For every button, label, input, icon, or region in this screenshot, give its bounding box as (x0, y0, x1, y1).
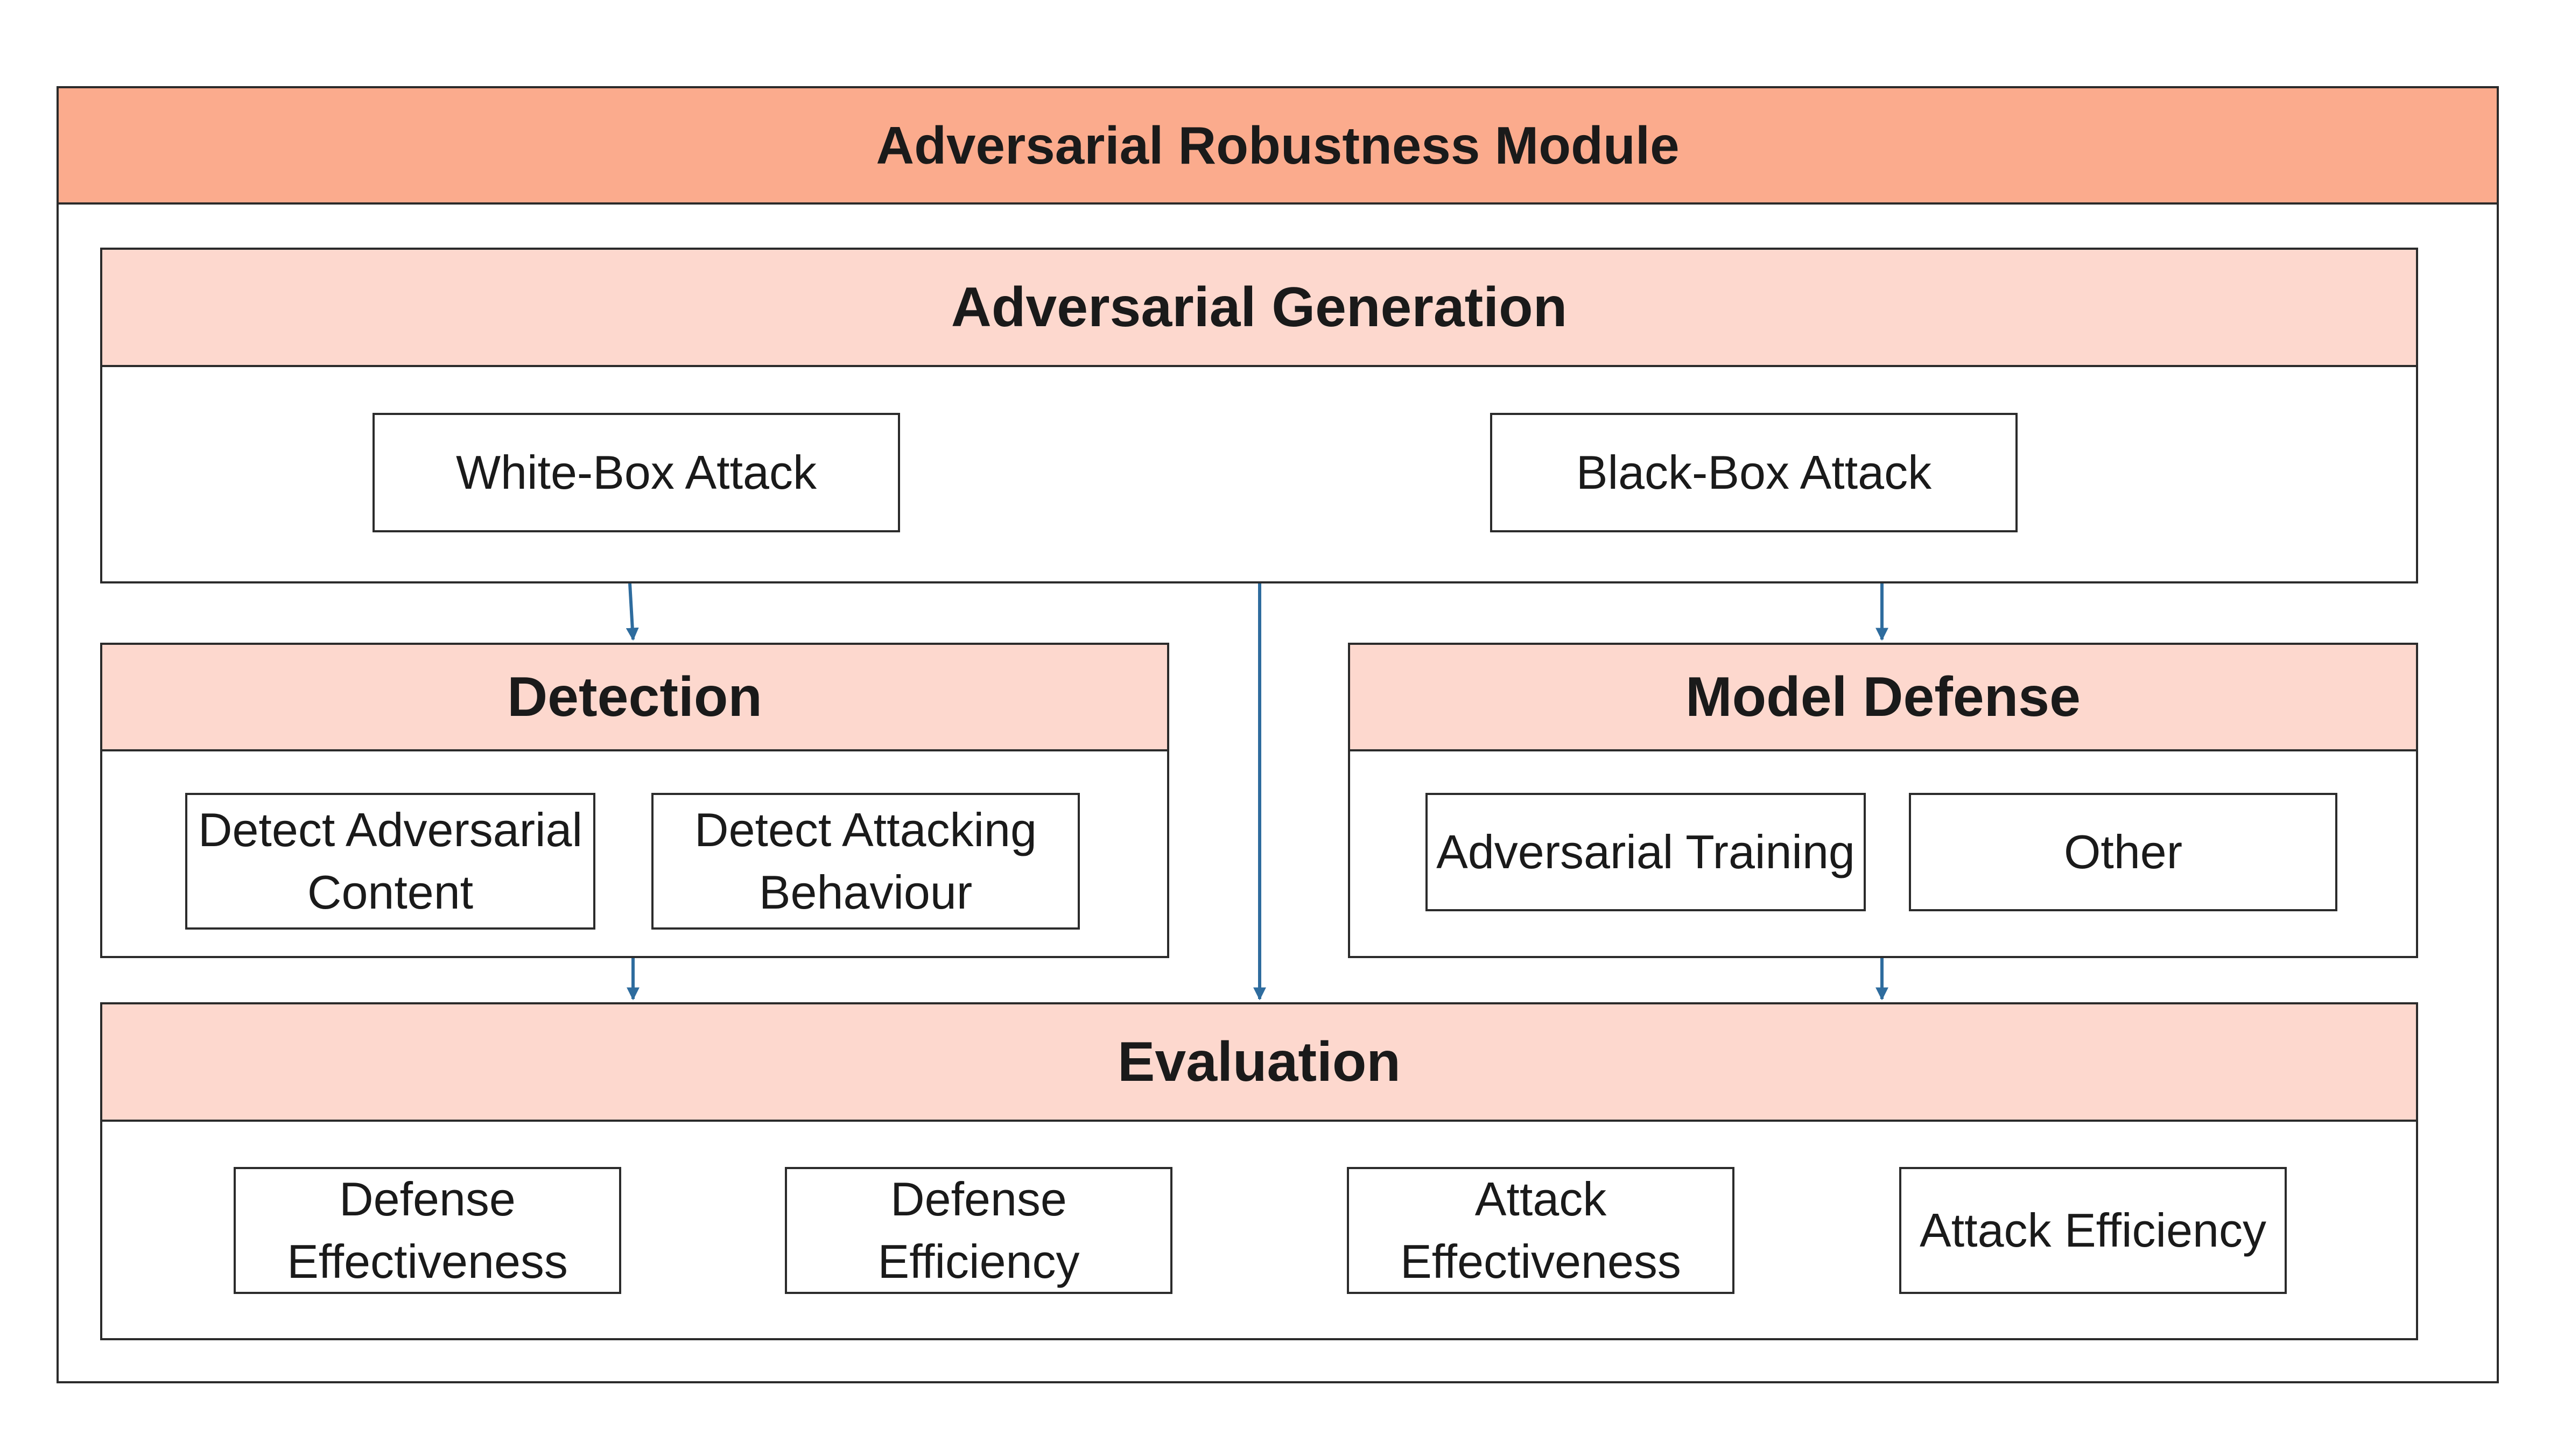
detection-header: Detection (100, 643, 1169, 751)
detect-attacking-behaviour-box: Detect Attacking Behaviour (651, 793, 1080, 930)
evaluation-title: Evaluation (1118, 1030, 1401, 1093)
generation-title: Adversarial Generation (951, 276, 1568, 339)
defense-effectiveness-label: Defense Effectiveness (287, 1172, 568, 1288)
other-label: Other (2063, 825, 2183, 878)
attack-effectiveness-label: Attack Effectiveness (1400, 1172, 1681, 1288)
defense-efficiency-box: Defense Efficiency (785, 1167, 1172, 1294)
white-box-attack-label: White-Box Attack (455, 445, 817, 499)
black-box-attack-label: Black-Box Attack (1576, 445, 1932, 499)
white-box-attack-box: White-Box Attack (373, 413, 900, 532)
module-title: Adversarial Robustness Module (876, 115, 1680, 175)
defense-effectiveness-box: Defense Effectiveness (234, 1167, 621, 1294)
attack-efficiency-label: Attack Efficiency (1920, 1203, 2266, 1257)
detect-adversarial-content-label: Detect Adversarial Content (198, 803, 583, 919)
evaluation-header: Evaluation (100, 1002, 2418, 1122)
model-defense-title: Model Defense (1685, 665, 2081, 728)
defense-efficiency-label: Defense Efficiency (877, 1172, 1080, 1288)
attack-efficiency-box: Attack Efficiency (1899, 1167, 2287, 1294)
other-box: Other (1909, 793, 2337, 911)
detect-adversarial-content-box: Detect Adversarial Content (185, 793, 595, 930)
arrow-generation-to-detection (626, 583, 639, 641)
black-box-attack-box: Black-Box Attack (1490, 413, 2018, 532)
detect-attacking-behaviour-label: Detect Attacking Behaviour (694, 803, 1037, 919)
detection-title: Detection (507, 665, 762, 728)
generation-header: Adversarial Generation (100, 248, 2418, 367)
attack-effectiveness-box: Attack Effectiveness (1347, 1167, 1734, 1294)
adversarial-training-box: Adversarial Training (1425, 793, 1866, 911)
module-header: Adversarial Robustness Module (57, 86, 2499, 205)
model-defense-header: Model Defense (1348, 643, 2418, 751)
adversarial-training-label: Adversarial Training (1436, 825, 1855, 878)
